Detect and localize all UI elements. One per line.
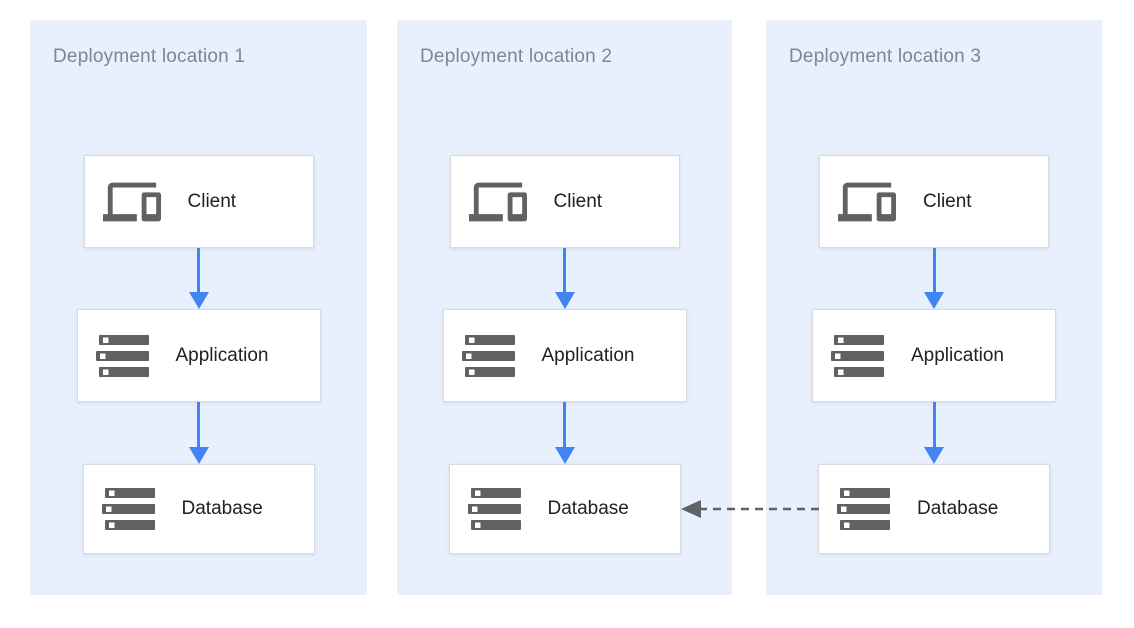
flow-arrow-icon (924, 402, 944, 464)
server-stack-icon (467, 488, 521, 530)
panel-title: Deployment location 3 (789, 46, 982, 67)
server-stack-icon (837, 488, 890, 530)
flow-arrow-icon (188, 248, 209, 309)
flow-arrow-icon (188, 402, 209, 464)
server-stack-icon (101, 488, 155, 530)
client-node: Client (819, 155, 1049, 248)
node-label: Client (923, 190, 972, 212)
deployment-location-3-panel: Deployment location 3 Client (766, 20, 1102, 595)
deployment-location-2-panel: Deployment location 2 Client (397, 20, 732, 595)
application-node: Application (442, 309, 687, 402)
client-node: Client (83, 155, 314, 248)
node-label: Database (181, 498, 263, 519)
node-label: Client (187, 190, 237, 212)
server-stack-icon (461, 334, 515, 377)
flow-arrow-icon (554, 248, 575, 309)
node-label: Application (911, 344, 1004, 366)
replication-arrow-icon (681, 500, 819, 518)
server-stack-icon (831, 334, 884, 377)
node-label: Client (553, 190, 603, 212)
devices-icon (838, 173, 896, 231)
database-node: Database (818, 464, 1050, 554)
application-node: Application (812, 309, 1056, 402)
flow-arrow-icon (554, 402, 575, 464)
database-node: Database (82, 464, 315, 554)
devices-icon (468, 173, 527, 231)
client-node: Client (449, 155, 680, 248)
devices-icon (102, 173, 161, 231)
server-stack-icon (95, 334, 149, 377)
node-label: Database (547, 498, 629, 519)
panel-title: Deployment location 1 (53, 46, 246, 67)
deployment-location-1-panel: Deployment location 1 Client (30, 20, 367, 595)
panel-title: Deployment location 2 (420, 46, 613, 67)
node-label: Application (175, 344, 269, 366)
database-node: Database (448, 464, 681, 554)
node-label: Database (917, 498, 999, 519)
application-node: Application (76, 309, 321, 402)
node-label: Application (541, 344, 635, 366)
flow-arrow-icon (924, 248, 944, 309)
